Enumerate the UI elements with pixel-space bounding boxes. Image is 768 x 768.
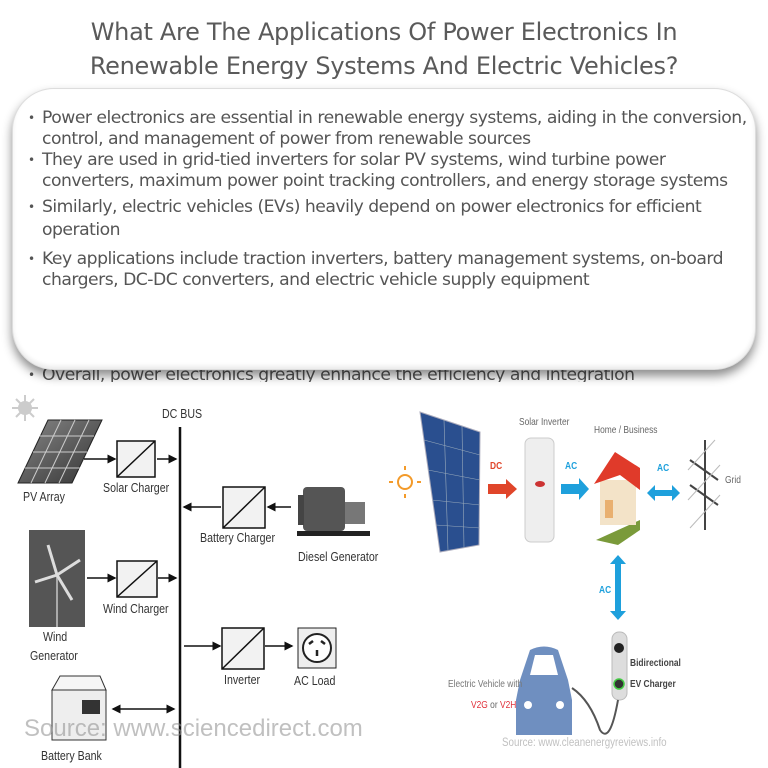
bullet-item: Similarly, electric vehicles (EVs) heavi… (28, 196, 748, 242)
page-title-line-1: What Are The Applications Of Power Elect… (90, 18, 678, 46)
charging-cable (571, 687, 619, 735)
home-business-label: Home / Business (594, 424, 658, 436)
dc-label: DC (490, 460, 503, 472)
ev-charger-icon (611, 631, 628, 701)
dc-bus-label: DC BUS (162, 407, 203, 421)
bullet-item: Key applications include traction invert… (28, 249, 748, 290)
electric-car-icon (516, 646, 572, 735)
wind-generator-icon (29, 530, 85, 627)
solar-inverter-label: Solar Inverter (519, 416, 570, 428)
inverter-label: Inverter (224, 673, 261, 687)
pv-array-icon (17, 419, 103, 484)
source-watermark-right: Source: www.cleanenergyreviews.info (502, 737, 667, 749)
v2g-label: V2G (471, 699, 488, 711)
battery-bank-label: Battery Bank (41, 749, 102, 763)
ac-label-2: AC (657, 462, 670, 474)
wind-generator-label-2: Generator (30, 649, 78, 663)
bullet-item: Power electronics are essential in renew… (28, 108, 748, 149)
ac-label-3: AC (599, 584, 612, 596)
sun-icon (389, 466, 421, 498)
ev-mode-label: V2G or V2H (471, 699, 516, 711)
diesel-generator-label: Diesel Generator (298, 550, 379, 564)
ev-label: Electric Vehicle with (448, 678, 523, 690)
grid-label: Grid (725, 474, 741, 486)
page-title-line-2: Renewable Energy Systems And Electric Ve… (89, 52, 679, 80)
bullet-item: They are used in grid-tied inverters for… (28, 150, 748, 191)
ev-charger-label-2: EV Charger (630, 678, 676, 690)
or-label: or (490, 699, 498, 711)
diesel-generator-icon (297, 487, 370, 536)
house-icon (594, 452, 640, 545)
ac-load-label: AC Load (294, 674, 336, 688)
solar-inverter-icon (524, 437, 555, 543)
ac-arrow (561, 478, 589, 500)
ev-charger-label-1: Bidirectional (630, 657, 681, 669)
grid-tower-icon (687, 439, 721, 530)
converter-boxes (116, 440, 266, 670)
ac-bidirectional-arrow (610, 485, 680, 620)
flow-arrows (84, 454, 294, 714)
sun-icon (12, 395, 38, 421)
wind-generator-label-1: Wind (43, 630, 68, 644)
battery-charger-label: Battery Charger (200, 531, 275, 545)
solar-charger-label: Solar Charger (103, 481, 170, 495)
dc-arrow (488, 479, 517, 499)
v2h-label: V2H (499, 699, 517, 711)
bullet-list: Power electronics are essential in renew… (28, 108, 748, 291)
wind-charger-label: Wind Charger (103, 602, 169, 616)
battery-bank-icon (51, 675, 107, 741)
ac-load-icon (297, 627, 337, 669)
source-watermark-left: Source: www.sciencedirect.com (24, 715, 363, 742)
ac-label-1: AC (565, 460, 578, 472)
pv-array-label: PV Array (23, 490, 65, 504)
solar-panels-icon (419, 411, 481, 553)
